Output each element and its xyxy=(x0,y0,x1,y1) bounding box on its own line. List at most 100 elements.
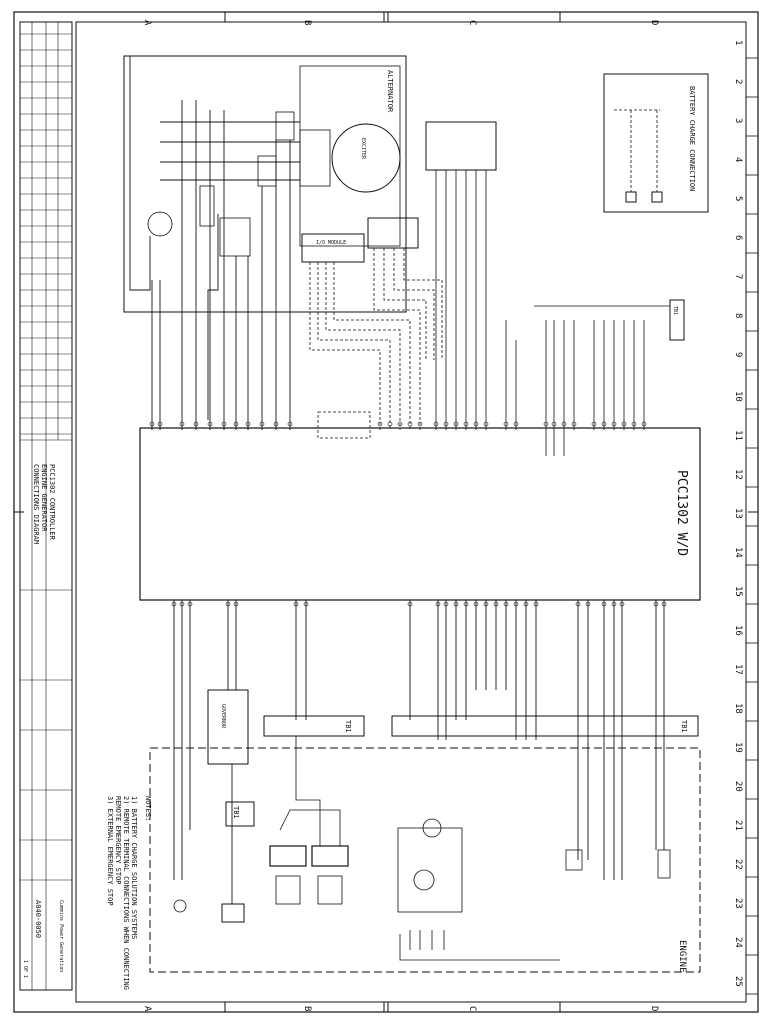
zone-number: 14 xyxy=(733,547,743,558)
zone-number: 24 xyxy=(733,937,743,948)
tb1-left-label: TB1 xyxy=(232,806,240,819)
governor-label: GOVERNOR xyxy=(220,704,226,729)
zone-number: 15 xyxy=(733,586,743,597)
controller-bottom-pins xyxy=(171,601,667,607)
terminal-pin xyxy=(407,421,413,427)
zone-number: 6 xyxy=(733,235,743,240)
zone-number: 12 xyxy=(733,469,743,480)
zone-number: 2 xyxy=(733,79,743,84)
title-line-1: PCC1302 CONTROLLER xyxy=(48,464,56,541)
terminal-pin xyxy=(453,421,459,427)
terminal-pin xyxy=(473,421,479,427)
exciter-circle xyxy=(331,123,401,193)
battery-charge-block: BATTERY CHARGE CONNECTION xyxy=(603,73,709,213)
zone-letter-top-a: A xyxy=(142,20,152,26)
zone-number: 3 xyxy=(733,118,743,123)
terminal-pin xyxy=(601,421,607,427)
controller-label: PCC1302 W/D xyxy=(674,470,689,556)
terminal-pin xyxy=(543,421,549,427)
zone-number: 4 xyxy=(733,157,743,162)
exciter-label: EXCITER xyxy=(360,138,366,160)
terminal-pin xyxy=(157,421,163,427)
zone-letter-bottom-b: B xyxy=(302,1006,312,1011)
alternator-label: ALTERNATOR xyxy=(386,70,394,113)
lower-wiring xyxy=(173,600,665,904)
tb1-top-connections: TB1 xyxy=(505,299,685,456)
zone-number: 18 xyxy=(733,703,743,714)
terminal-pin xyxy=(641,421,647,427)
terminal-pin xyxy=(463,421,469,427)
zone-number: 11 xyxy=(733,430,743,441)
tb1-mid-label: TB1 xyxy=(344,720,352,733)
zone-number: 13 xyxy=(733,508,743,519)
terminal-pin xyxy=(397,421,403,427)
zone-number: 5 xyxy=(733,196,743,201)
alternator-block: ALTERNATOR EXCITER xyxy=(123,55,407,313)
notes-line-3: REMOTE EMERGENCY STOP xyxy=(114,796,122,885)
terminal-pin xyxy=(221,421,227,427)
notes-line-4: 3) EXTERNAL EMERGENCY STOP xyxy=(106,796,114,906)
title-block: PCC1302 CONTROLLER ENGINE GENERATOR CONN… xyxy=(19,21,73,991)
zone-letter-bottom-a: A xyxy=(142,1006,152,1012)
terminal-pin xyxy=(503,421,509,427)
registration-marks xyxy=(14,12,758,1012)
tb1-top-label: TB1 xyxy=(672,306,678,315)
zone-ticks xyxy=(224,12,561,1012)
terminal-pin xyxy=(287,421,293,427)
zone-number: 25 xyxy=(733,976,743,987)
title-line-2: ENGINE GENERATOR xyxy=(40,464,48,532)
terminal-pin xyxy=(433,421,439,427)
engine-block: ENGINE xyxy=(149,736,701,973)
zone-numbers: 1234567891011121314151617181920212223242… xyxy=(733,40,758,995)
alternator-wiring xyxy=(129,56,300,430)
terminal-pin xyxy=(621,421,627,427)
pcc1302-controller: PCC1302 W/D xyxy=(139,421,701,607)
zone-number: 16 xyxy=(733,625,743,636)
tb1-right-label: TB1 xyxy=(680,720,688,733)
zone-number: 17 xyxy=(733,664,743,675)
notes-heading: NOTES: xyxy=(144,796,152,821)
terminal-pin xyxy=(149,421,155,427)
inner-border xyxy=(75,21,747,1003)
terminal-pin xyxy=(571,421,577,427)
zone-number: 22 xyxy=(733,859,743,870)
terminal-pin xyxy=(551,421,557,427)
zone-letter-top-c: C xyxy=(467,20,477,25)
zone-letter-bottom-d: D xyxy=(649,1006,659,1011)
terminal-pin xyxy=(417,421,423,427)
governor-block: GOVERNOR xyxy=(207,689,249,765)
zone-number: 1 xyxy=(733,40,743,45)
terminal-pin xyxy=(631,421,637,427)
zone-letter-bottom-c: C xyxy=(467,1006,477,1011)
notes-block: NOTES: 1) BATTERY CHARGE SOLUTION SYSTEM… xyxy=(106,796,152,990)
io-module-label: I/O MODULE xyxy=(316,240,346,246)
title-line-3: CONNECTIONS DIAGRAM xyxy=(32,464,40,544)
notes-line-2: 2) REMOTE TERMINAL CONNECTIONS WHEN CONN… xyxy=(122,796,130,990)
terminal-pin xyxy=(179,421,185,427)
terminal-pin xyxy=(443,421,449,427)
terminal-pin xyxy=(193,421,199,427)
zone-number: 20 xyxy=(733,781,743,792)
zone-number: 9 xyxy=(733,352,743,357)
zone-number: 23 xyxy=(733,898,743,909)
terminal-pin xyxy=(513,421,519,427)
terminal-pin xyxy=(561,421,567,427)
terminal-pin xyxy=(483,421,489,427)
zone-number: 8 xyxy=(733,313,743,318)
controller-top-pins xyxy=(149,421,647,427)
terminal-pin xyxy=(259,421,265,427)
notes-line-1: 1) BATTERY CHARGE SOLUTION SYSTEMS xyxy=(130,796,138,939)
company-name: Cummins Power Generation xyxy=(58,900,64,972)
terminal-pin xyxy=(273,421,279,427)
relay-box xyxy=(425,121,497,430)
terminal-pin xyxy=(377,421,383,427)
zone-number: 10 xyxy=(733,391,743,402)
terminal-pin xyxy=(245,421,251,427)
terminal-pin xyxy=(233,421,239,427)
engine-label: ENGINE xyxy=(677,940,687,973)
terminal-pin xyxy=(591,421,597,427)
battery-charge-label: BATTERY CHARGE CONNECTION xyxy=(688,86,696,191)
zone-number: 21 xyxy=(733,820,743,831)
